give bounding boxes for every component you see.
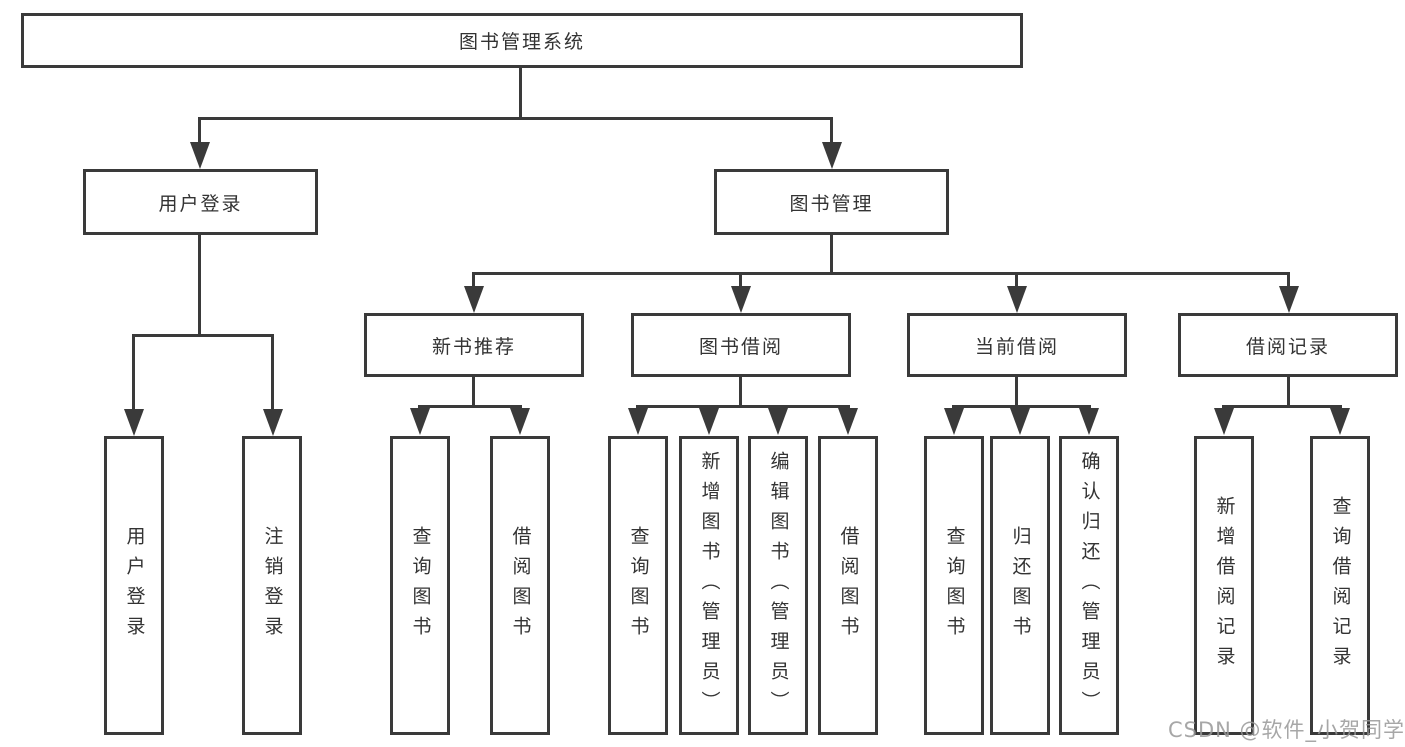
connector-stem [132, 334, 135, 412]
leaf-add-book-admin: 新增图书（管理员） [679, 436, 739, 735]
node-book-management: 图书管理 [714, 169, 949, 235]
leaf-query-borrow-record: 查询借阅记录 [1310, 436, 1370, 735]
arrow-down-icon [190, 142, 210, 169]
connector-stem [1015, 272, 1018, 288]
leaf-label: 编辑图书（管理员） [767, 450, 790, 721]
connector-new-book-stem [472, 377, 475, 408]
connector-borrow-record-rail [1222, 405, 1342, 408]
leaf-logout: 注销登录 [242, 436, 302, 735]
node-label: 新书推荐 [431, 335, 516, 358]
connector-level1-rail [198, 117, 833, 120]
arrow-down-icon [1330, 408, 1350, 435]
connector-borrow-record-stem [1287, 377, 1290, 408]
leaf-label: 查询图书 [627, 525, 650, 646]
node-current-borrow: 当前借阅 [907, 313, 1127, 377]
node-label: 图书借阅 [698, 335, 783, 358]
node-label: 图书管理系统 [458, 31, 585, 53]
connector-stem [830, 117, 833, 145]
leaf-label: 查询图书 [409, 525, 432, 646]
arrow-down-icon [1079, 408, 1099, 435]
watermark-text: CSDN @软件_小贺同学 [1168, 718, 1405, 742]
leaf-confirm-return-admin: 确认归还（管理员） [1059, 436, 1119, 735]
leaf-borrow-books-recommend: 借阅图书 [490, 436, 550, 735]
leaf-label: 查询借阅记录 [1329, 495, 1352, 676]
connector-new-book-rail [418, 405, 522, 408]
arrow-down-icon [1007, 286, 1027, 313]
node-library-management-system: 图书管理系统 [21, 13, 1023, 68]
arrow-down-icon [1010, 408, 1030, 435]
connector-user-login-stem [198, 235, 201, 337]
connector-stem [198, 117, 201, 145]
node-label: 用户登录 [158, 192, 243, 215]
node-user-login: 用户登录 [83, 169, 318, 235]
leaf-label: 归还图书 [1009, 525, 1032, 646]
connector-current-borrow-rail [952, 405, 1091, 408]
leaf-label: 注销登录 [261, 525, 284, 646]
node-book-borrow: 图书借阅 [631, 313, 851, 377]
leaf-label: 借阅图书 [837, 525, 860, 646]
connector-book-borrow-rail [636, 405, 850, 408]
arrow-down-icon [944, 408, 964, 435]
connector-stem [739, 272, 742, 288]
arrow-down-icon [124, 409, 144, 436]
connector-user-login-rail [132, 334, 274, 337]
connector-stem [1287, 272, 1290, 288]
connector-root-stem [519, 66, 522, 117]
leaf-label: 新增借阅记录 [1213, 495, 1236, 676]
arrow-down-icon [410, 408, 430, 435]
node-new-book-recommend: 新书推荐 [364, 313, 584, 377]
arrow-down-icon [838, 408, 858, 435]
node-borrow-record: 借阅记录 [1178, 313, 1398, 377]
leaf-query-books-borrow: 查询图书 [608, 436, 668, 735]
leaf-return-book: 归还图书 [990, 436, 1050, 735]
arrow-down-icon [822, 142, 842, 169]
connector-stem [271, 334, 274, 412]
leaf-label: 查询图书 [943, 525, 966, 646]
leaf-label: 借阅图书 [509, 525, 532, 646]
connector-level2-rail [472, 272, 1290, 275]
leaf-label: 用户登录 [123, 525, 146, 646]
leaf-edit-book-admin: 编辑图书（管理员） [748, 436, 808, 735]
connector-current-borrow-stem [1015, 377, 1018, 408]
arrow-down-icon [768, 408, 788, 435]
arrow-down-icon [699, 408, 719, 435]
leaf-user-login: 用户登录 [104, 436, 164, 735]
arrow-down-icon [1279, 286, 1299, 313]
arrow-down-icon [628, 408, 648, 435]
leaf-add-borrow-record: 新增借阅记录 [1194, 436, 1254, 735]
arrow-down-icon [510, 408, 530, 435]
arrow-down-icon [263, 409, 283, 436]
node-label: 图书管理 [789, 192, 874, 215]
node-label: 当前借阅 [974, 335, 1059, 358]
arrow-down-icon [1214, 408, 1234, 435]
connector-stem [472, 272, 475, 288]
leaf-label: 确认归还（管理员） [1078, 450, 1101, 721]
leaf-query-books-recommend: 查询图书 [390, 436, 450, 735]
node-label: 借阅记录 [1245, 335, 1330, 358]
arrow-down-icon [464, 286, 484, 313]
leaf-borrow-books: 借阅图书 [818, 436, 878, 735]
connector-book-mgmt-stem [830, 235, 833, 275]
leaf-query-books-current: 查询图书 [924, 436, 984, 735]
connector-book-borrow-stem [739, 377, 742, 408]
leaf-label: 新增图书（管理员） [698, 450, 721, 721]
arrow-down-icon [731, 286, 751, 313]
